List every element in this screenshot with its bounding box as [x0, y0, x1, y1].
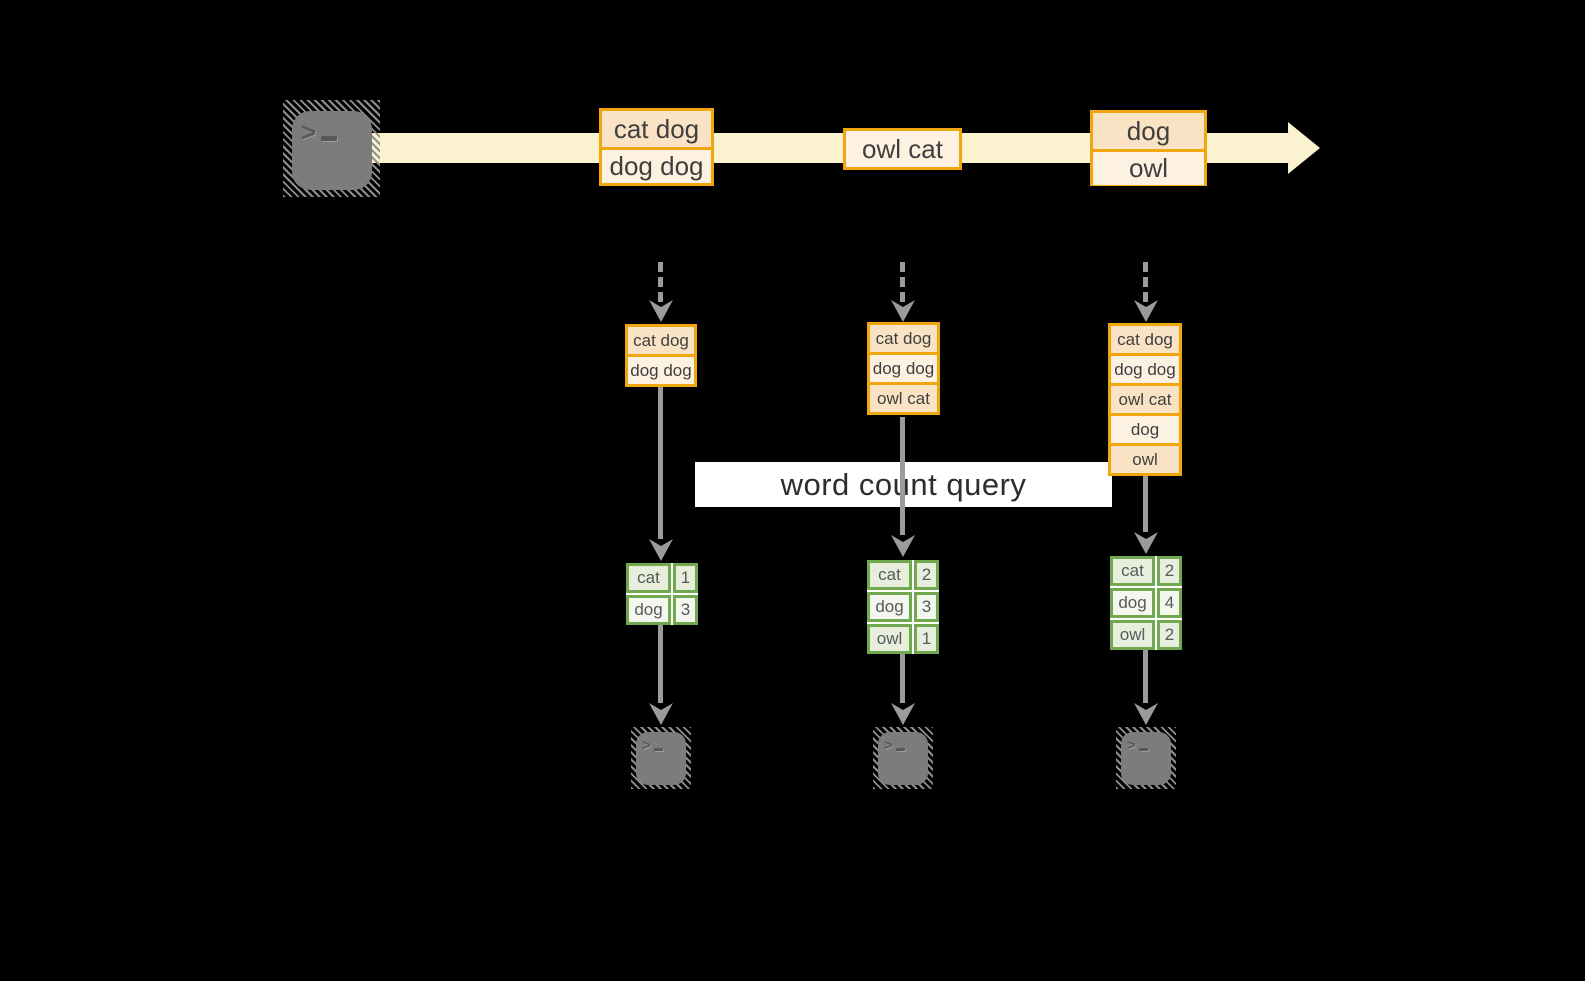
window-stack-3: cat dog dog dog owl cat dog owl [1108, 323, 1182, 476]
record: cat dog [870, 325, 937, 352]
prompt-chevron-icon: > [642, 737, 651, 754]
flow-arrow-head-icon [649, 703, 673, 725]
count-word: owl [867, 624, 912, 654]
count-value: 2 [1157, 620, 1182, 650]
window-stack-1: cat dog dog dog [625, 324, 697, 387]
count-table-1: cat 1 dog 3 [626, 563, 698, 625]
record: dog dog [602, 147, 711, 183]
record: owl [1093, 149, 1204, 185]
count-word: cat [867, 560, 912, 590]
flow-arrow-head-icon [891, 703, 915, 725]
flow-arrow-head-icon [891, 535, 915, 557]
flow-arrow [900, 654, 905, 703]
prompt-underscore-icon [895, 748, 905, 751]
record: dog [1111, 413, 1179, 443]
prompt-chevron-icon: > [301, 117, 317, 147]
dashed-arrow [1143, 262, 1148, 302]
record: owl cat [862, 133, 943, 164]
count-value: 4 [1157, 588, 1182, 618]
window-stack-2: cat dog dog dog owl cat [867, 322, 940, 415]
terminal-prompt-glyph: > [1121, 732, 1171, 753]
count-table-2: cat 2 dog 3 owl 1 [867, 560, 939, 654]
count-value: 1 [673, 563, 698, 593]
flow-arrow-head-icon [1134, 703, 1158, 725]
count-word: cat [626, 563, 671, 593]
flow-arrow [658, 625, 663, 703]
flow-arrow-head-icon [649, 539, 673, 561]
count-word: dog [1110, 588, 1155, 618]
flow-arrow [900, 417, 905, 535]
terminal-prompt-glyph: > [636, 732, 686, 753]
terminal-prompt-glyph: > [878, 732, 928, 753]
prompt-chevron-icon: > [884, 737, 893, 754]
prompt-chevron-icon: > [1127, 737, 1136, 754]
record: cat dog [1111, 326, 1179, 353]
terminal-icon: > [292, 111, 372, 190]
flow-arrow [658, 387, 663, 539]
flow-arrow-head-icon [1134, 532, 1158, 554]
prompt-underscore-icon [653, 748, 663, 751]
stream-batch-2: owl cat [843, 128, 962, 170]
count-value: 1 [914, 624, 939, 654]
terminal-prompt-glyph: > [292, 111, 372, 145]
dashed-arrow-head-icon [891, 300, 915, 322]
count-word: owl [1110, 620, 1155, 650]
dashed-arrow-head-icon [1134, 300, 1158, 322]
terminal-icon: > [636, 732, 686, 785]
record: cat dog [602, 111, 711, 147]
count-value: 3 [914, 592, 939, 622]
count-word: dog [867, 592, 912, 622]
terminal-icon: > [878, 732, 928, 785]
record: dog dog [870, 352, 937, 382]
dashed-arrow [900, 262, 905, 302]
count-word: cat [1110, 556, 1155, 586]
record: owl cat [1111, 383, 1179, 413]
count-value: 2 [1157, 556, 1182, 586]
stream-batch-1: cat dog dog dog [599, 108, 714, 186]
record: owl [1111, 443, 1179, 473]
dashed-arrow-head-icon [649, 300, 673, 322]
dashed-arrow [658, 262, 663, 302]
stream-arrow-head-icon [1288, 122, 1320, 174]
count-table-3: cat 2 dog 4 owl 2 [1110, 556, 1182, 650]
record: dog dog [628, 354, 694, 384]
flow-arrow [1143, 476, 1148, 532]
record: dog dog [1111, 353, 1179, 383]
record: dog [1093, 113, 1204, 149]
prompt-underscore-icon [1138, 748, 1148, 751]
count-value: 3 [673, 595, 698, 625]
terminal-icon: > [1121, 732, 1171, 785]
count-word: dog [626, 595, 671, 625]
record: cat dog [628, 327, 694, 354]
flow-arrow [1143, 650, 1148, 703]
prompt-underscore-icon [321, 136, 338, 141]
count-value: 2 [914, 560, 939, 590]
record: owl cat [870, 382, 937, 412]
stream-batch-3: dog owl [1090, 110, 1207, 186]
